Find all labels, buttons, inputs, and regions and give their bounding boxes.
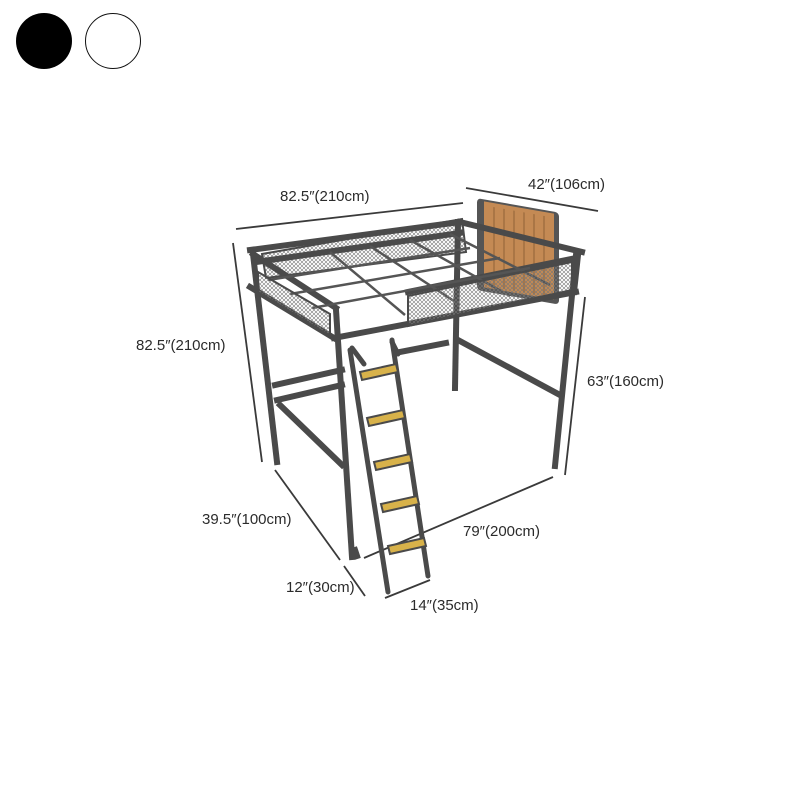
- black-color-swatch[interactable]: [16, 13, 72, 69]
- underbed-height-label: 63″(160cm): [587, 373, 664, 390]
- ladder-depth-label: 12″(30cm): [286, 579, 355, 596]
- base-length-label: 79″(200cm): [463, 523, 540, 540]
- ladder: [347, 337, 431, 595]
- front-mesh-panels: [257, 260, 573, 338]
- top-width-label: 42″(106cm): [528, 176, 605, 193]
- white-color-swatch[interactable]: [85, 13, 141, 69]
- base-width-label: 39.5″(100cm): [202, 511, 292, 528]
- top-length-label: 82.5″(210cm): [280, 188, 370, 205]
- total-height-label: 82.5″(210cm): [136, 337, 226, 354]
- ladder-steps: [358, 362, 428, 556]
- ladder-width-label: 14″(35cm): [410, 597, 479, 614]
